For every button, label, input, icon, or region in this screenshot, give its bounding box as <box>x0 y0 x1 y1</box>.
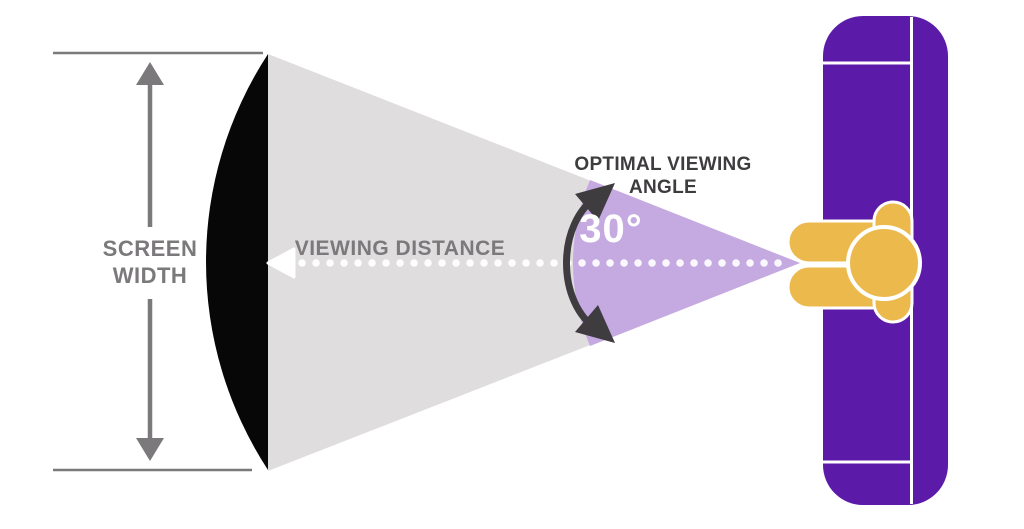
screen-width-label-line2: WIDTH <box>113 263 188 288</box>
angle-value-label: 30° <box>579 207 643 251</box>
person-head <box>846 225 922 301</box>
arc-arrowhead-bottom-icon <box>575 305 615 343</box>
screen-shape <box>206 54 268 470</box>
viewing-distance-label: VIEWING DISTANCE <box>295 237 506 260</box>
person <box>786 200 922 324</box>
arc-arrowhead-top-icon <box>575 183 615 221</box>
angle-arc <box>563 183 615 343</box>
viewing-distance-line <box>266 247 794 279</box>
optimal-angle-label-line2: ANGLE <box>629 177 697 198</box>
left-arrowhead-icon <box>266 247 296 279</box>
down-arrowhead-icon <box>136 438 164 461</box>
up-arrowhead-icon <box>136 62 164 85</box>
viewing-cone <box>268 54 800 471</box>
screen-width-label-line1: SCREEN <box>103 236 198 261</box>
arc-curve <box>563 193 601 333</box>
screen-width-measure <box>53 51 263 472</box>
optimal-angle-label-line1: OPTIMAL VIEWING <box>574 154 751 175</box>
optimal-angle-cone <box>573 180 800 346</box>
